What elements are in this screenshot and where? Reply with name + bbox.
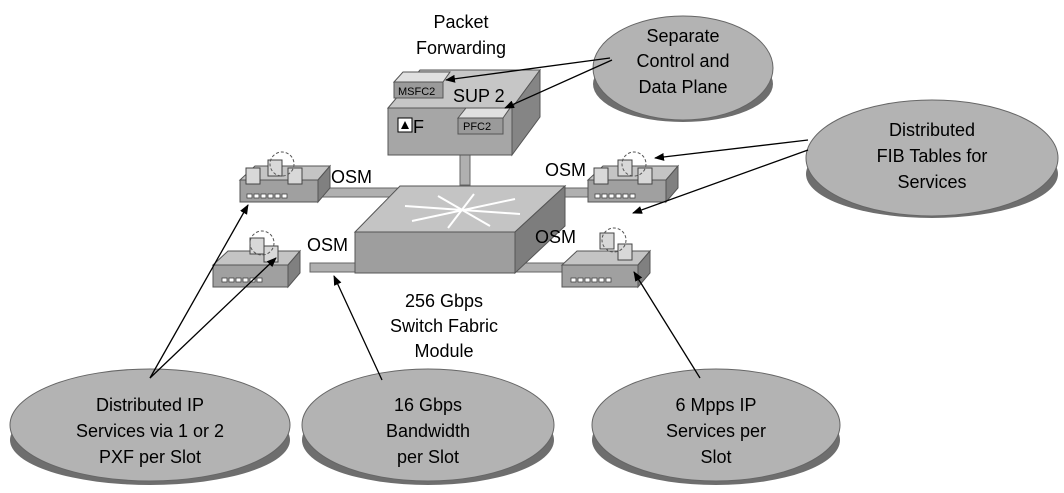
osm-label-top-right: OSM (545, 160, 586, 180)
svg-text:Bandwidth: Bandwidth (386, 421, 470, 441)
osm-label-bottom-left: OSM (307, 235, 348, 255)
svg-text:Forwarding: Forwarding (416, 38, 506, 58)
osm-label-bottom-right: OSM (535, 227, 576, 247)
svg-text:Slot: Slot (700, 447, 731, 467)
osm-card-bottom-left (211, 230, 302, 289)
pxf-chip-icon (593, 151, 653, 185)
callout-distributed-fib: Distributed FIB Tables for Services (805, 99, 1059, 218)
svg-text:6 Mpps IP: 6 Mpps IP (675, 395, 756, 415)
f-icon: F (397, 117, 424, 137)
fabric-crossbar-icon (404, 193, 521, 229)
svg-text:Separate: Separate (646, 26, 719, 46)
pfc2-card: PFC2 (456, 107, 511, 135)
pxf-chip-icon (599, 227, 633, 261)
callout-separate-control: Separate Control and Data Plane (592, 15, 774, 122)
msfc2-card: MSFC2 (392, 71, 451, 99)
sup2-label: SUP 2 (453, 86, 505, 106)
svg-text:Services: Services (897, 172, 966, 192)
callout-arrows (149, 57, 809, 381)
svg-text:Switch Fabric: Switch Fabric (390, 316, 498, 336)
pfc2-label: PFC2 (463, 121, 491, 133)
svg-text:256 Gbps: 256 Gbps (405, 291, 483, 311)
pxf-chip-icon (245, 151, 303, 185)
svg-text:FIB Tables for: FIB Tables for (877, 146, 988, 166)
callout-distributed-ip-services: Distributed IP Services via 1 or 2 PXF p… (9, 368, 291, 485)
svg-text:Services via 1 or 2: Services via 1 or 2 (76, 421, 224, 441)
svg-text:16 Gbps: 16 Gbps (394, 395, 462, 415)
svg-text:PXF per Slot: PXF per Slot (99, 447, 201, 467)
svg-text:Control and: Control and (636, 51, 729, 71)
switch-fabric-label: 256 Gbps Switch Fabric Module (390, 291, 498, 361)
osm-card-top-right (586, 151, 680, 204)
svg-text:Data Plane: Data Plane (638, 77, 727, 97)
osm-card-top-left (238, 151, 332, 204)
svg-text:Distributed IP: Distributed IP (96, 395, 204, 415)
callout-mpps: 6 Mpps IP Services per Slot (591, 368, 841, 485)
svg-text:Module: Module (414, 341, 473, 361)
f-letter: F (413, 117, 424, 137)
osm-label-top-left: OSM (331, 167, 372, 187)
switch-fabric-module (353, 184, 567, 275)
svg-text:Packet: Packet (433, 12, 488, 32)
msfc2-label: MSFC2 (398, 86, 435, 98)
packet-forwarding-label: Packet Forwarding (416, 12, 506, 58)
callout-bandwidth: 16 Gbps Bandwidth per Slot (301, 368, 555, 485)
svg-text:Services per: Services per (666, 421, 766, 441)
supervisor-module: MSFC2 PFC2 F SUP 2 (386, 68, 541, 157)
svg-text:per Slot: per Slot (397, 447, 459, 467)
svg-text:Distributed: Distributed (889, 120, 975, 140)
